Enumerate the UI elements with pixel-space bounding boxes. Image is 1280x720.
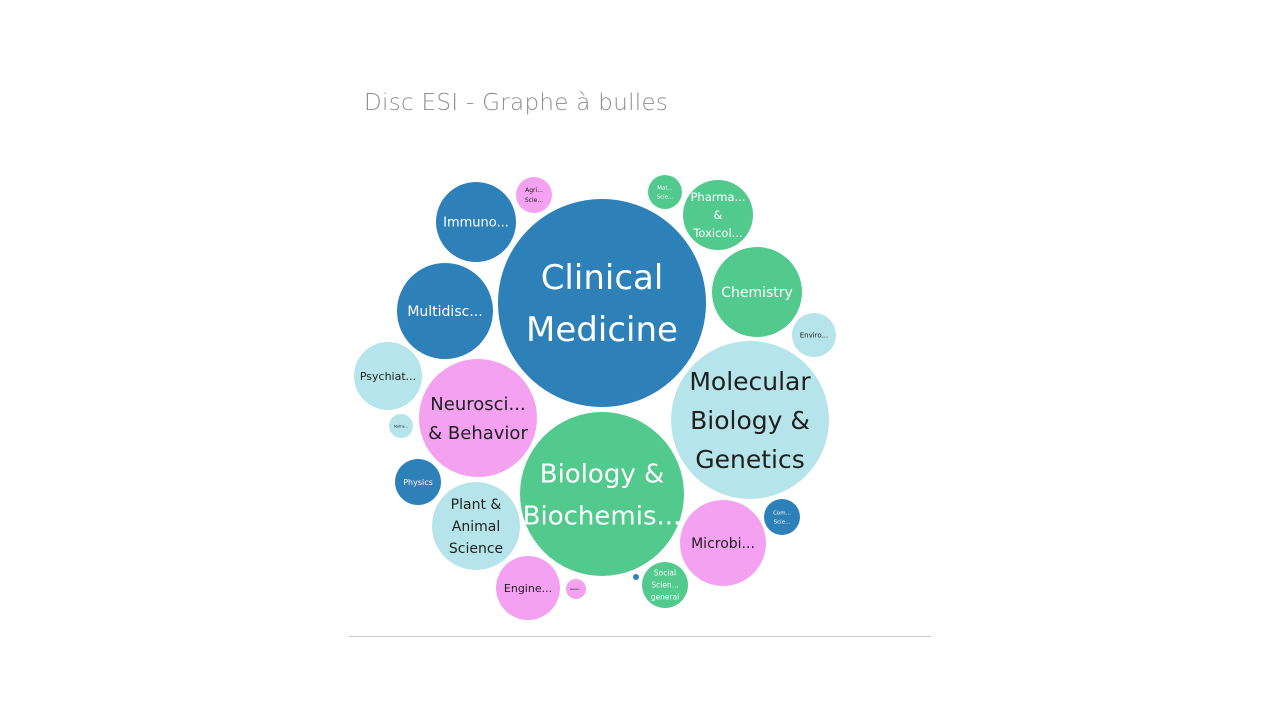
bubble-label: Biology & Biochemis...	[523, 459, 682, 531]
bubble-label-line: Clinical	[541, 258, 664, 298]
bubble-circle[interactable]	[397, 263, 493, 359]
bubble-label-line: Biochemis...	[523, 501, 682, 531]
bubble-label: Mat... Scie...	[657, 185, 674, 200]
bubble-agri-scie[interactable]: Agri... Scie...	[516, 177, 552, 213]
bubble-circle[interactable]	[764, 499, 800, 535]
bubble-label: Multidisc...	[407, 304, 482, 320]
bubble-label-line: Genetics	[695, 445, 805, 474]
bubble-label-line: Multidisc...	[407, 304, 482, 320]
bubble-label-line: Neurosci...	[430, 394, 525, 415]
bubble-mat-scie[interactable]: Mat... Scie...	[648, 175, 682, 209]
bubble-circle[interactable]	[520, 412, 684, 576]
bubble-label: Chemistry	[721, 285, 793, 301]
bubble-com-scie[interactable]: Com... Scie...	[764, 499, 800, 535]
bubble-immuno[interactable]: Immuno...	[436, 182, 516, 262]
bubble-label-line: & Behavior	[428, 423, 528, 444]
bubble-label-line: Chemistry	[721, 285, 793, 301]
bubble-circle[interactable]	[671, 341, 829, 499]
bubble-label-line: Molecular	[689, 367, 811, 396]
bubble-neurosci-behavior[interactable]: Neurosci... & Behavior	[419, 359, 537, 477]
bubble-label-line: Mat...	[657, 185, 673, 191]
chart-title: Disc ESI - Graphe à bulles	[364, 90, 669, 116]
bubble-label-line: Toxicol...	[692, 226, 742, 240]
bubble-physics[interactable]: Physics	[395, 459, 441, 505]
bubble-label-line: Scien...	[651, 581, 679, 590]
bubble-circle[interactable]	[566, 579, 586, 599]
bubble-label-line: Enviro...	[800, 332, 829, 340]
bubble-label-line: Immuno...	[443, 216, 509, 231]
bubble-circle[interactable]	[354, 342, 422, 410]
bubble-label: Geosc...	[570, 587, 582, 591]
bubble-circle[interactable]	[648, 175, 682, 209]
bubble-label-line: Agri...	[525, 187, 543, 194]
bubble-label-line: Physics	[403, 478, 433, 487]
bubble-label-line: Biology &	[690, 406, 810, 435]
bubble-engine[interactable]: Engine...	[496, 556, 560, 620]
bubble-circle[interactable]	[395, 459, 441, 505]
bubble-label: Microbi...	[691, 536, 755, 552]
bubble-label-line: Social	[654, 569, 676, 578]
bubble-label-line: Medicine	[526, 310, 678, 350]
bubble-label-line: Scie...	[774, 519, 791, 525]
bubble-label: Agri... Scie...	[525, 187, 543, 204]
divider-line	[349, 636, 931, 637]
bubble-enviro[interactable]: Enviro...	[792, 313, 836, 357]
bubble-label-line: Pharma...	[690, 190, 745, 204]
bubble-label-line: Com...	[773, 510, 791, 516]
bubble-chemistry[interactable]: Chemistry	[712, 247, 802, 337]
bubble-label-line: Geosc...	[570, 587, 582, 591]
bubble-circle[interactable]	[498, 199, 706, 407]
bubble-label: Pharma... & Toxicol...	[690, 190, 745, 240]
bubble-circle[interactable]	[389, 414, 413, 438]
bubble-circle[interactable]	[683, 180, 753, 250]
bubble-label: Neurosci... & Behavior	[428, 394, 528, 444]
bubble-circle[interactable]	[712, 247, 802, 337]
bubble-psychiat[interactable]: Psychiat...	[354, 342, 422, 410]
bubble-circle[interactable]	[432, 482, 520, 570]
bubble-circle[interactable]	[633, 574, 639, 580]
bubble-circle[interactable]	[792, 313, 836, 357]
bubble-label: Physics	[403, 478, 433, 487]
bubble-label-line: Biology &	[540, 459, 665, 489]
bubble-label-line: Animal	[452, 519, 500, 535]
bubble-circle[interactable]	[496, 556, 560, 620]
bubble-circle[interactable]	[642, 562, 688, 608]
bubble-label: Immuno...	[443, 216, 509, 231]
bubble-multidisc[interactable]: Multidisc...	[397, 263, 493, 359]
bubble-pharma-toxicol[interactable]: Pharma... & Toxicol...	[683, 180, 753, 250]
bubble-circle[interactable]	[419, 359, 537, 477]
bubble-circle[interactable]	[436, 182, 516, 262]
bubble-label: Engine...	[504, 582, 552, 595]
bubble-biology-biochemis[interactable]: Biology & Biochemis...	[520, 412, 684, 576]
bubble-label: Mathe...	[394, 424, 408, 428]
bubble-label-line: Science	[449, 541, 503, 557]
bubble-label-line: Engine...	[504, 582, 552, 595]
bubble-mathe[interactable]: Mathe...	[389, 414, 413, 438]
bubble-label-line: Psychiat...	[360, 370, 416, 383]
bubble-label-line: Plant &	[451, 497, 502, 513]
bubble-label-line: Scie...	[525, 197, 543, 204]
bubble-label: Com... Scie...	[773, 510, 791, 525]
bubble-circle[interactable]	[516, 177, 552, 213]
bubble-label-line: general	[651, 593, 680, 602]
bubble-label-line: Scie...	[657, 194, 674, 200]
bubble-label: Enviro...	[800, 332, 829, 340]
bubble-label-line: &	[714, 208, 723, 222]
bubble-label-line: Microbi...	[691, 536, 755, 552]
bubble-unlabeled-20[interactable]	[633, 574, 639, 580]
bubble-microbi[interactable]: Microbi...	[680, 500, 766, 586]
bubble-geosc[interactable]: Geosc...	[566, 579, 586, 599]
bubble-circle[interactable]	[680, 500, 766, 586]
bubble-label: Psychiat...	[360, 370, 416, 383]
bubble-label-line: Mathe...	[394, 424, 408, 428]
